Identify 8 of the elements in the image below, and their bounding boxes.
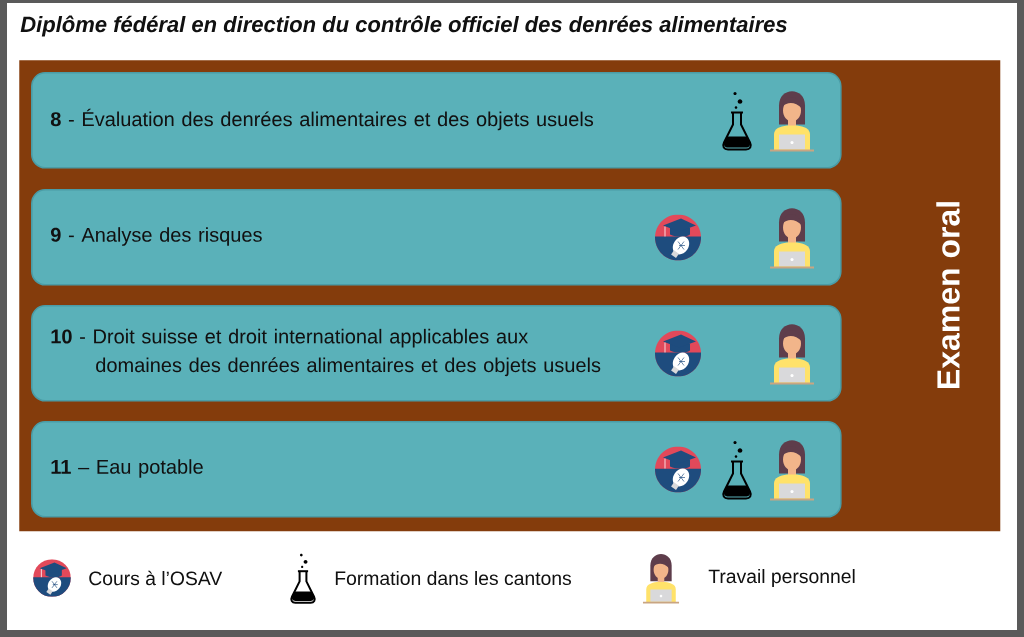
legend-label: Cours à l’OSAV (89, 570, 223, 586)
module-box: 9 - Analyse des risques (31, 189, 842, 286)
module-box: 8 - Évaluation des denrées alimentaires et des objets usuels (31, 72, 842, 169)
legend-label: Formation dans les cantons (335, 570, 572, 586)
module-box: 10 - Droit suisse et droit international applicables aux domaines des denrées alimentaires et des objets usuels (31, 305, 842, 402)
legend-label: Travail personnel (708, 569, 855, 587)
title: Diplôme fédéral en direction du contrôle officiel des denrées alimentaires (20, 15, 787, 37)
module-box: 11 – Eau potable (31, 421, 842, 518)
